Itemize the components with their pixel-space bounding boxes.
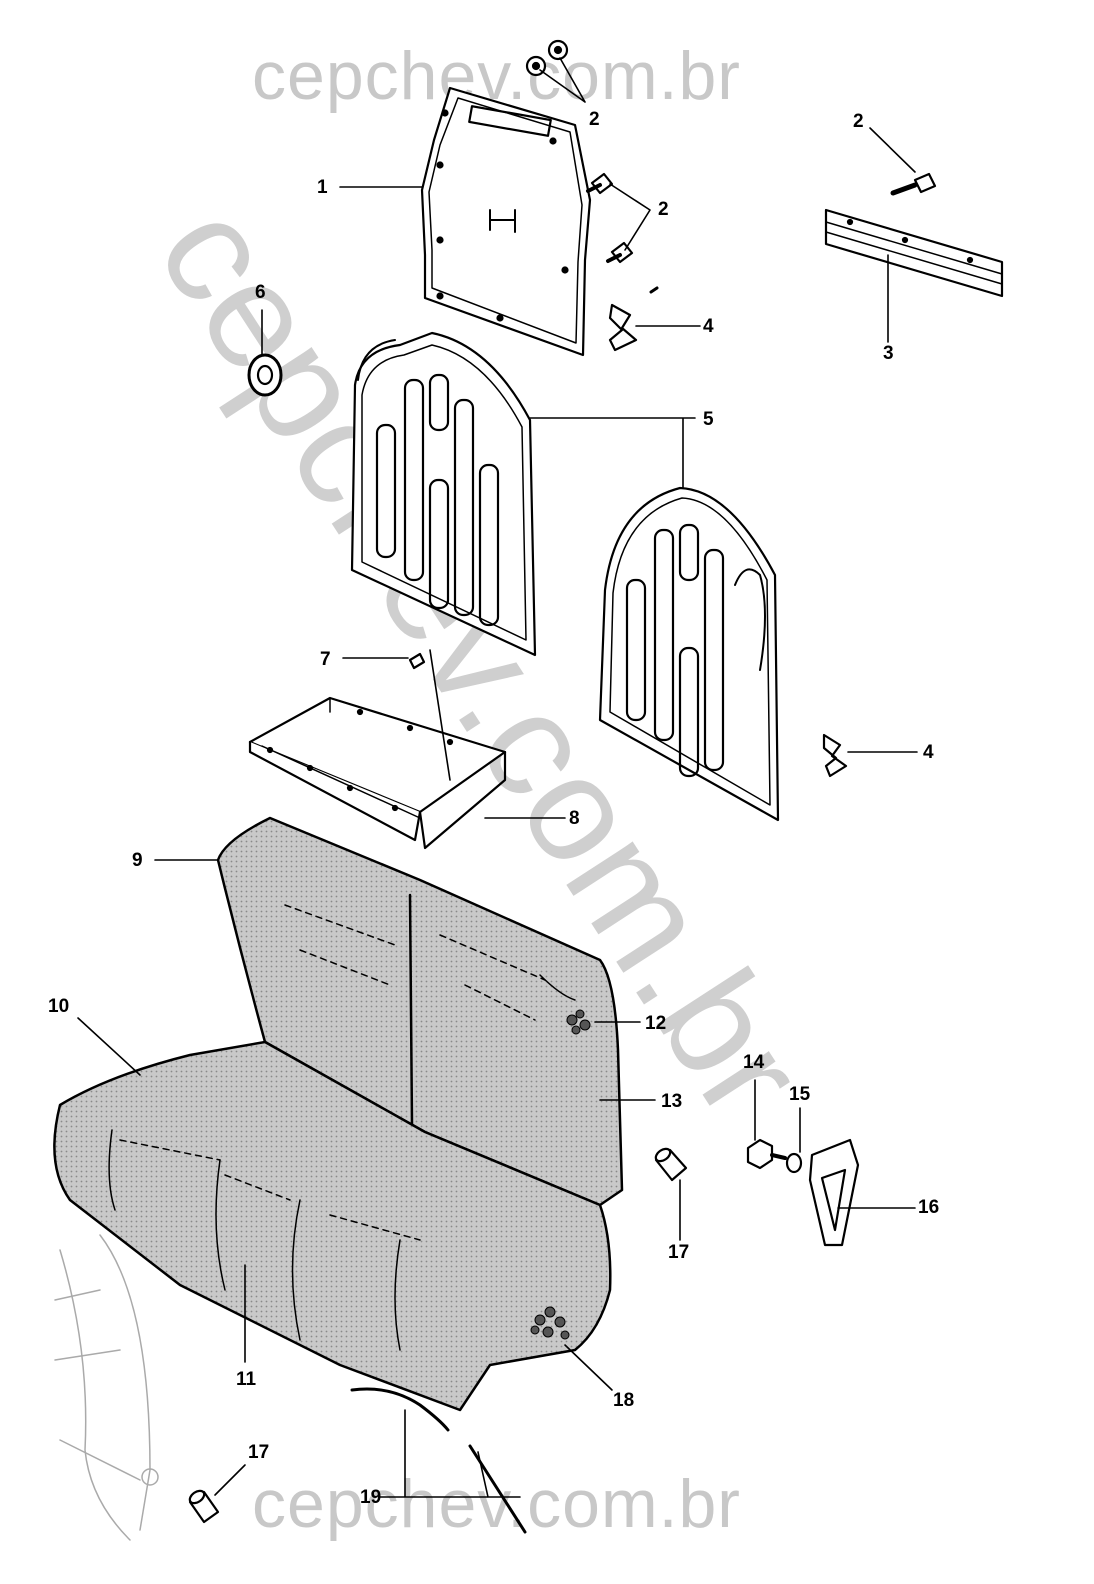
part-16-hinge [808,1138,860,1247]
callout-3: 3 [883,343,894,364]
callout-7: 7 [320,649,331,670]
callout-17a: 17 [668,1242,690,1263]
part-12-patch [566,1009,591,1035]
part-5-frame-right [598,486,780,822]
leader-lines [77,57,918,1498]
callout-5: 5 [703,409,714,430]
watermark-bottom: cepchev.com.br [252,1466,741,1542]
callout-8: 8 [569,808,580,829]
part-15-washer [785,1152,803,1174]
part-6-grommet [247,353,283,397]
callout-13: 13 [661,1091,683,1112]
part-14-nut [746,1138,787,1170]
callout-19: 19 [360,1487,382,1508]
callout-4a: 4 [703,316,714,337]
vehicle-outline [54,1234,159,1541]
callout-18: 18 [613,1390,635,1411]
callout-12: 12 [645,1013,667,1034]
part-18-patch [530,1306,570,1340]
part-3-rail [824,208,1004,298]
part-17-bushing-a [654,1147,688,1182]
part-5-frame-left [350,331,537,657]
callout-1: 1 [317,177,328,198]
part-9-backrest-cushion [216,816,624,1207]
callout-4b: 4 [923,742,934,763]
part-10-seat-cushion [53,1040,612,1412]
part-8-bracket [248,696,507,850]
part-17-bushing-b [188,1489,220,1524]
watermark-top: cepchev.com.br [252,38,741,114]
callout-6: 6 [255,282,266,303]
part-1-rear-panel [420,86,592,357]
callout-9: 9 [132,850,143,871]
callout-2b: 2 [658,199,669,220]
part-7-screw [408,652,426,670]
part-4-clips [608,303,848,778]
callout-15: 15 [789,1084,811,1105]
callout-17b: 17 [248,1442,270,1463]
part-19-wire-rod [350,1387,527,1534]
callout-2c: 2 [853,111,864,132]
callout-16: 16 [918,1197,940,1218]
callout-2a: 2 [589,109,600,130]
callout-11: 11 [236,1369,257,1390]
callout-14: 14 [743,1052,765,1073]
callout-10: 10 [48,996,70,1017]
